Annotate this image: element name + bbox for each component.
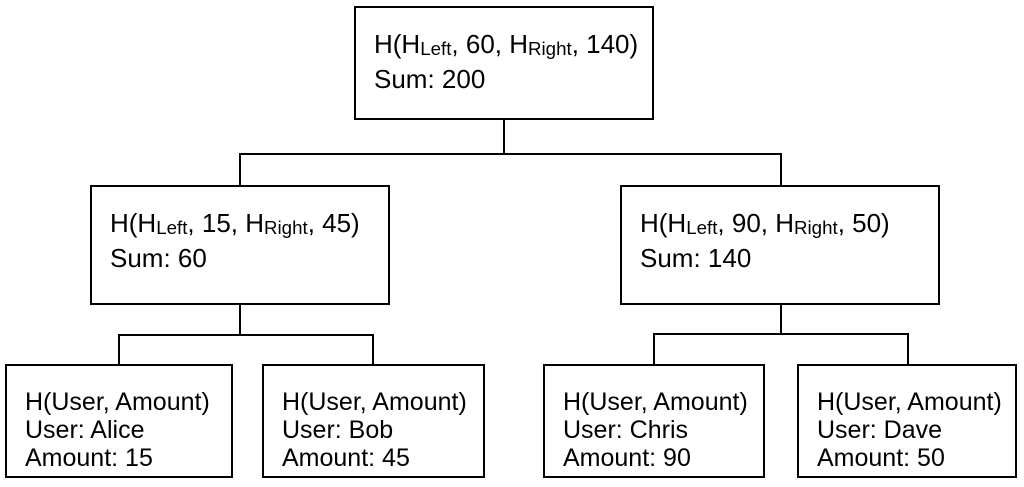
- hash-subscript-left: Left: [156, 217, 188, 238]
- hash-text: , 140): [571, 29, 639, 59]
- hash-text: , 90, H: [717, 208, 795, 238]
- connector-to-left-child: [239, 154, 241, 186]
- connector-to-leaf-alice: [118, 335, 120, 365]
- hash-text: , 45): [307, 208, 360, 238]
- node-sum-label: Sum: 200: [374, 64, 486, 94]
- leaf-user-label: User: Bob: [282, 416, 394, 444]
- leaf-amount-label: Amount: 90: [563, 444, 691, 472]
- connector-right-crossbar: [653, 333, 909, 335]
- tree-leaf-dave: H(User, Amount) User: Dave Amount: 50: [797, 364, 1017, 478]
- leaf-amount-label: Amount: 45: [282, 444, 410, 472]
- leaf-user-label: User: Alice: [25, 416, 145, 444]
- hash-text: H(H: [640, 208, 687, 238]
- leaf-hash-label: H(User, Amount): [282, 388, 467, 416]
- node-sum-label: Sum: 140: [640, 243, 752, 273]
- hash-text: H(H: [110, 208, 157, 238]
- leaf-amount-label: Amount: 15: [25, 444, 153, 472]
- leaf-hash-label: H(User, Amount): [817, 388, 1002, 416]
- hash-subscript-right: Right: [264, 217, 308, 238]
- connector-to-leaf-dave: [907, 334, 909, 365]
- node-hash-label: H(HLeft, 15, HRight, 45): [110, 207, 378, 242]
- connector-to-leaf-bob: [372, 335, 374, 365]
- leaf-hash-label: H(User, Amount): [563, 388, 748, 416]
- node-sum-label: Sum: 60: [110, 243, 207, 273]
- hash-subscript-left: Left: [420, 38, 452, 59]
- leaf-user-label: User: Chris: [563, 416, 689, 444]
- connector-level1-crossbar: [239, 153, 782, 155]
- tree-node-right-child: H(HLeft, 90, HRight, 50) Sum: 140: [620, 185, 940, 305]
- leaf-amount-label: Amount: 50: [817, 444, 945, 472]
- connector-right-child-stem: [780, 304, 782, 335]
- hash-text: , 15, H: [187, 208, 265, 238]
- node-hash-label: H(HLeft, 90, HRight, 50): [640, 207, 928, 242]
- connector-left-child-stem: [239, 304, 241, 336]
- leaf-hash-label: H(User, Amount): [25, 388, 210, 416]
- connector-root-stem: [503, 119, 505, 155]
- connector-to-leaf-chris: [653, 334, 655, 365]
- hash-subscript-left: Left: [686, 217, 718, 238]
- hash-subscript-right: Right: [794, 217, 838, 238]
- tree-leaf-chris: H(User, Amount) User: Chris Amount: 90: [543, 364, 765, 478]
- hash-text: , 50): [837, 208, 890, 238]
- tree-node-root: H(HLeft, 60, HRight, 140) Sum: 200: [354, 6, 654, 120]
- leaf-user-label: User: Dave: [817, 416, 943, 444]
- hash-text: , 60, H: [451, 29, 529, 59]
- hash-subscript-right: Right: [528, 38, 572, 59]
- hash-text: H(H: [374, 29, 421, 59]
- connector-left-crossbar: [118, 334, 374, 336]
- tree-leaf-alice: H(User, Amount) User: Alice Amount: 15: [5, 364, 233, 478]
- tree-leaf-bob: H(User, Amount) User: Bob Amount: 45: [262, 364, 485, 478]
- connector-to-right-child: [780, 154, 782, 186]
- tree-node-left-child: H(HLeft, 15, HRight, 45) Sum: 60: [90, 185, 390, 305]
- node-hash-label: H(HLeft, 60, HRight, 140): [374, 28, 642, 63]
